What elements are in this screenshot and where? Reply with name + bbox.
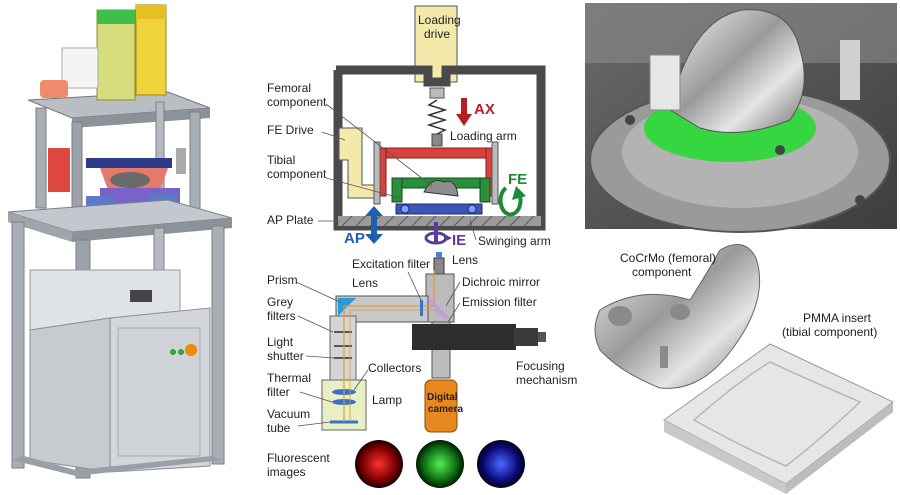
ap-plate	[338, 216, 541, 226]
fluorescent-image-blue	[477, 440, 525, 488]
tibial-component-label-1: Tibial	[267, 153, 295, 167]
prism-label: Prism	[267, 273, 298, 287]
light-shutter-label-1: Light	[267, 335, 294, 349]
ax-label: AX	[474, 101, 495, 118]
tibial-component-label-2: component	[267, 167, 327, 181]
fe-label: FE	[508, 171, 527, 188]
dichroic-mirror-label: Dichroic mirror	[462, 275, 540, 289]
grey-filters-label-2: filters	[267, 309, 296, 323]
focusing-rail	[412, 324, 516, 350]
excitation-filter-label: Excitation filter	[352, 257, 430, 271]
digital-camera-label-2: camera	[428, 404, 463, 415]
femoral-component-label-2: component	[267, 95, 327, 109]
tibial-implant-label-1: PMMA insert	[803, 311, 872, 325]
femoral-implant-label-2: component	[632, 265, 692, 279]
fluorescent-image-green	[416, 440, 464, 488]
fluorescent-images-label-2: images	[267, 465, 306, 479]
fe-drive-label: FE Drive	[267, 123, 314, 137]
grey-filters-label-1: Grey	[267, 295, 293, 309]
fluorescent-images-label-1: Fluorescent	[267, 451, 330, 465]
light-shutter-label-2: shutter	[267, 349, 304, 363]
mechanical-schematic: Loading drive	[267, 5, 551, 249]
focusing-mechanism-label-1: Focusing	[516, 359, 565, 373]
vacuum-tube-label-1: Vacuum	[267, 407, 310, 421]
loading-arm-label: Loading arm	[450, 129, 517, 143]
tibial-implant-label-2: (tibial component)	[782, 325, 877, 339]
emission-filter-label: Emission filter	[462, 295, 537, 309]
thermal-filter-label-2: filter	[267, 385, 290, 399]
collectors-label: Collectors	[368, 361, 421, 375]
swinging-arm-label: Swinging arm	[478, 234, 551, 248]
focusing-mechanism-label-2: mechanism	[516, 373, 577, 387]
femoral-component-label-1: Femoral	[267, 81, 311, 95]
femoral-implant-label-1: CoCrMo (femoral)	[620, 251, 716, 265]
implant-rendering: CoCrMo (femoral) component PMMA insert (…	[594, 244, 894, 494]
ap-label: AP	[344, 230, 365, 247]
rig-rendering	[7, 4, 233, 479]
loading-drive-label-1: Loading	[418, 13, 461, 27]
digital-camera-label-1: Digital	[427, 392, 458, 403]
lens-top-label: Lens	[452, 253, 478, 267]
thermal-filter-label-1: Thermal	[267, 371, 311, 385]
loading-drive-label-2: drive	[424, 27, 450, 41]
fluorescent-image-red	[355, 440, 403, 488]
ie-label: IE	[452, 232, 466, 249]
lens-left-label: Lens	[352, 276, 378, 290]
ap-plate-label: AP Plate	[267, 213, 314, 227]
vacuum-tube-label-2: tube	[267, 421, 291, 435]
test-station-photo	[585, 3, 897, 233]
digital-camera	[424, 379, 458, 433]
lamp-label: Lamp	[372, 393, 402, 407]
microscope-schematic: Digital camera Excitation filter Lens Le…	[267, 252, 577, 488]
